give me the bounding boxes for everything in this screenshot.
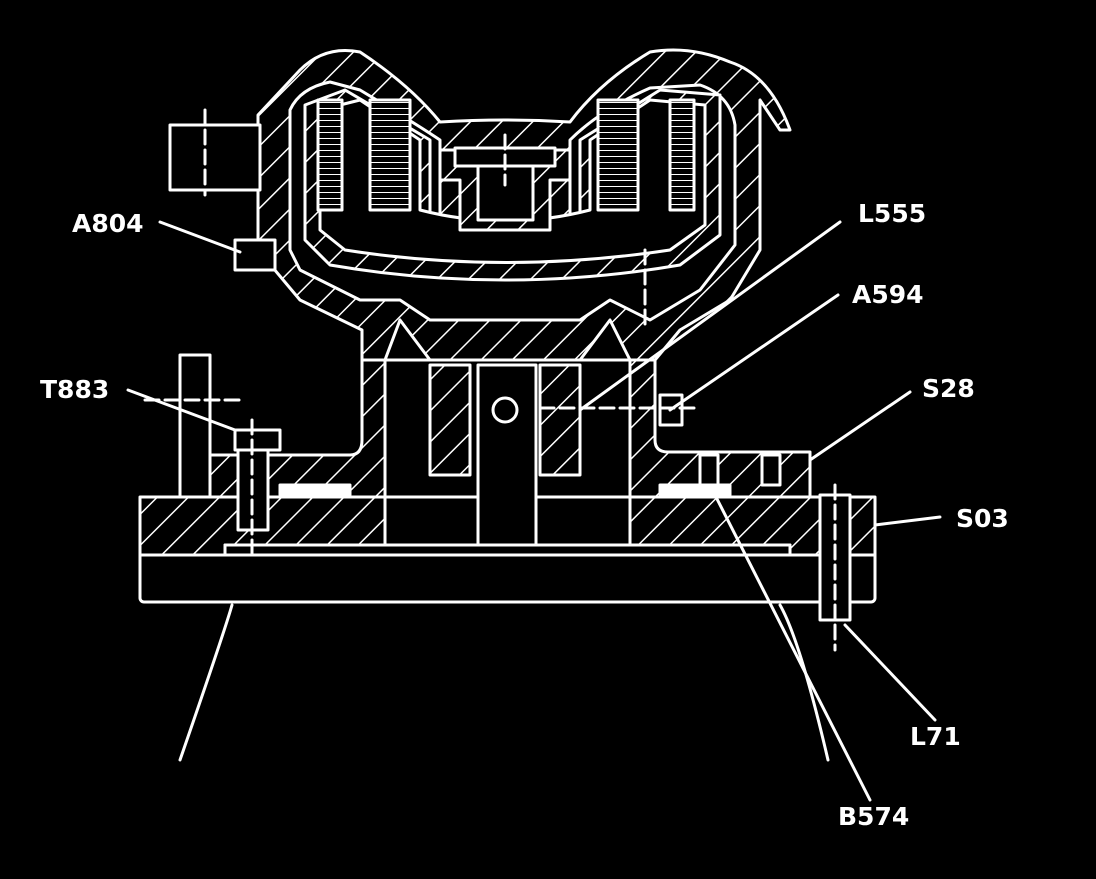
leader-a804 [158,220,242,254]
label-a804: A804 [72,209,144,238]
leader-s03 [873,515,942,527]
label-a594: A594 [852,280,924,309]
leader-t883 [126,388,237,432]
label-b574: B574 [838,802,909,831]
label-s28: S28 [922,374,975,403]
central-column [383,358,632,547]
leader-b574 [713,493,872,802]
foot-outline [178,603,234,762]
bracket-pin [168,108,262,499]
leader-s28 [808,390,912,462]
leader-l555 [578,220,842,412]
label-t883: T883 [40,375,109,404]
foot-outline-right [778,603,830,762]
leader-l71 [843,623,937,722]
coil-windings [316,98,696,212]
screws [233,238,852,652]
label-s03: S03 [956,504,1009,533]
leader-a594 [668,293,840,412]
label-l71: L71 [910,722,961,751]
label-l555: L555 [858,199,926,228]
